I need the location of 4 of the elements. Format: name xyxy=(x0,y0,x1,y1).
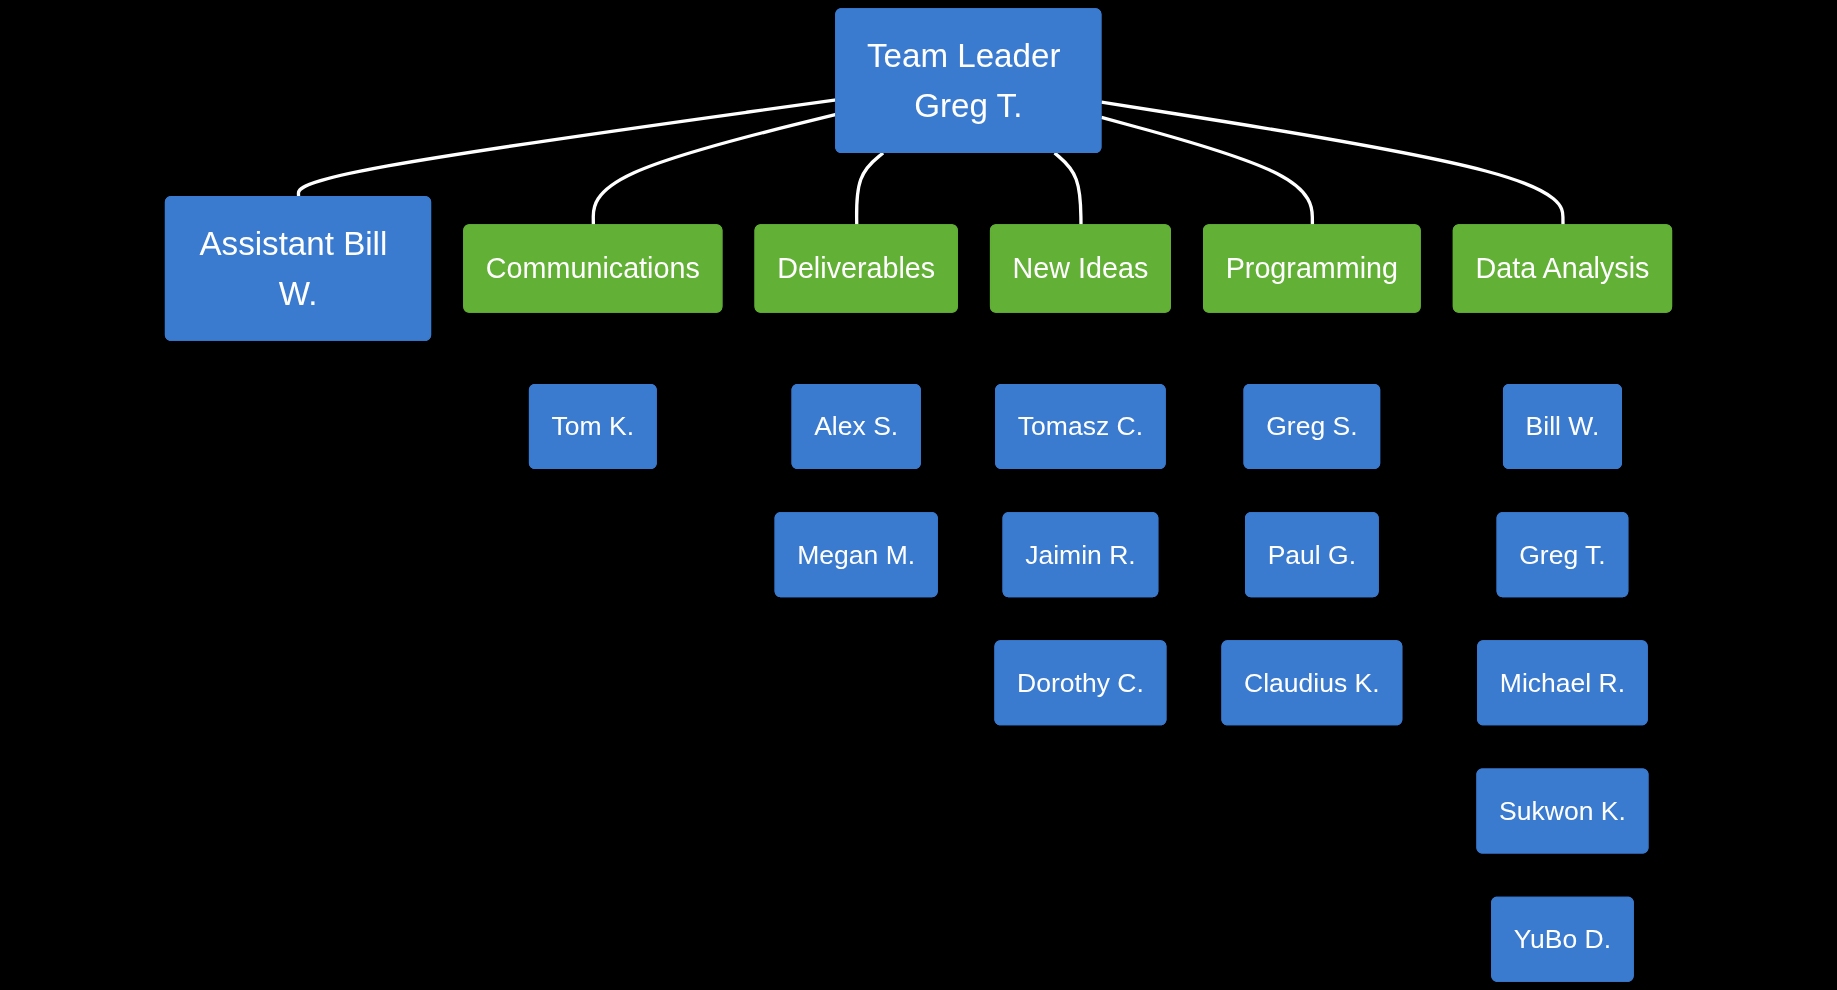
connector xyxy=(1101,100,1565,226)
connector xyxy=(1101,115,1315,226)
connector xyxy=(1053,151,1083,226)
connector xyxy=(854,151,885,226)
